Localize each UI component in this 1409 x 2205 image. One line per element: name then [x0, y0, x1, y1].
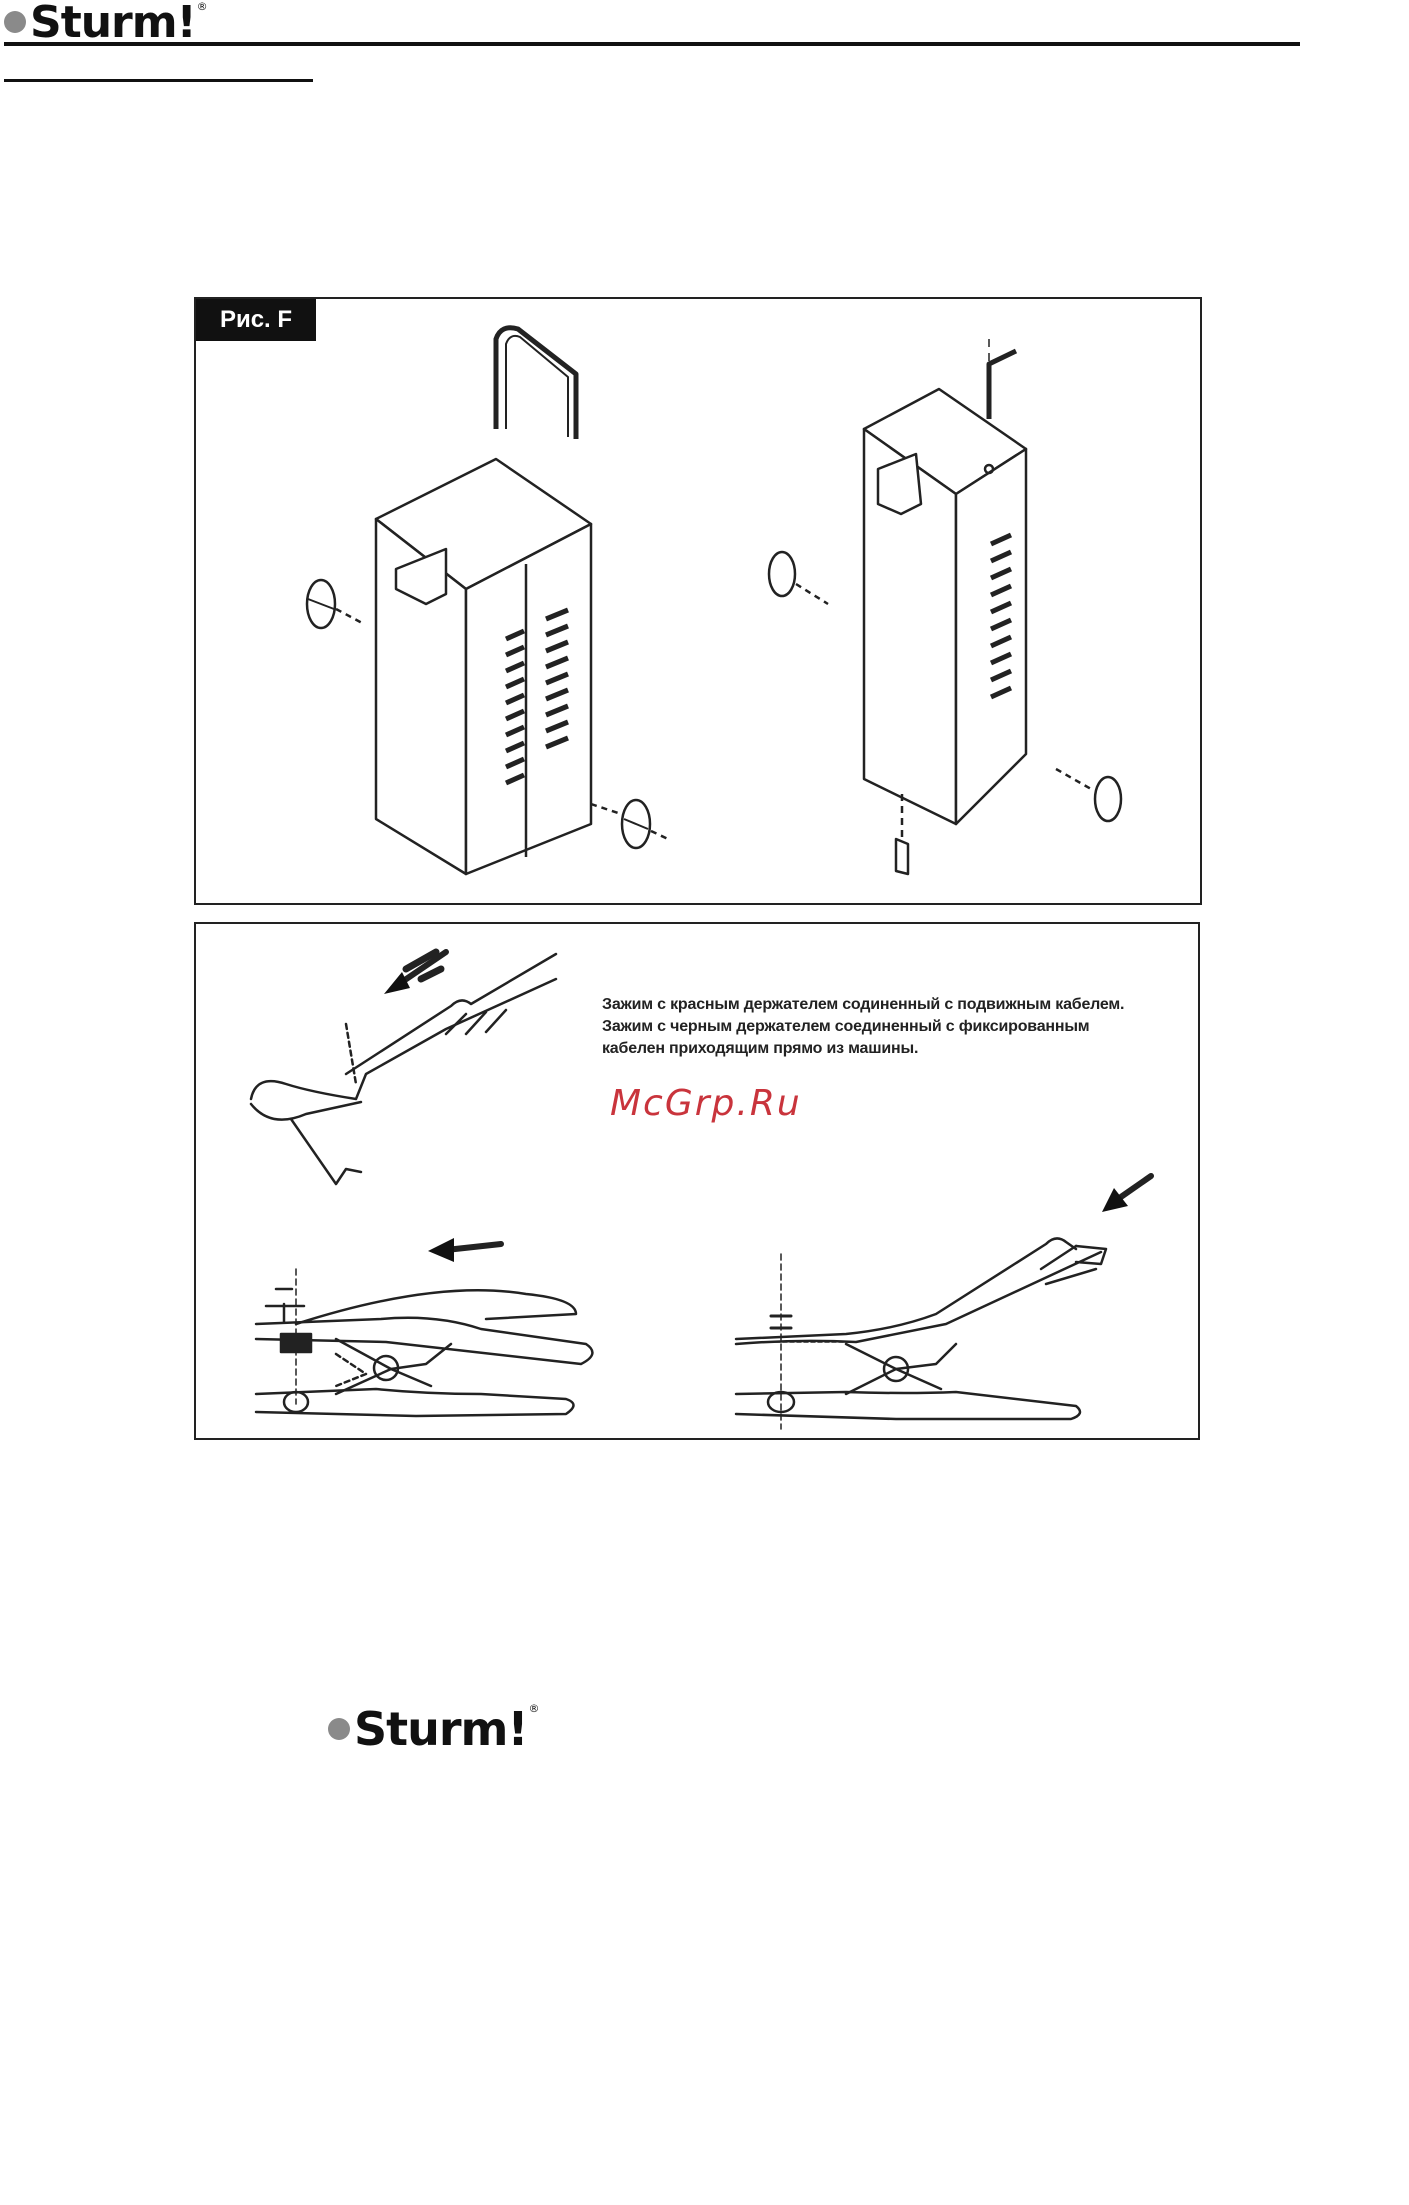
caption-line-1: Зажим с красным держателем содиненный с …: [602, 994, 1182, 1016]
logo-dot-icon: [328, 1718, 350, 1740]
clamp-with-sleeve: [251, 924, 556, 1184]
right-welder-machine: [769, 339, 1121, 874]
brand-name: Sturm!: [30, 0, 196, 48]
caption-line-2: Зажим с черным держателем соединенный с …: [602, 1016, 1182, 1038]
clamp-caption: Зажим с красным держателем содиненный с …: [602, 994, 1182, 1060]
footer-registered-mark: ®: [528, 1702, 538, 1715]
logo-dot-icon: [4, 11, 26, 33]
welder-assembly-illustration: [196, 299, 1200, 903]
figure-f-panel: Рис. F: [194, 297, 1202, 905]
caption-line-3: кабелен приходящим прямо из машины.: [602, 1038, 1182, 1060]
header-rule: [4, 42, 1300, 46]
footer-brand-logo: Sturm! ®: [328, 1702, 538, 1756]
open-clamp-left: [256, 1269, 592, 1416]
registered-mark: ®: [197, 0, 207, 13]
header-short-rule: [4, 79, 313, 82]
left-welder-machine: [307, 328, 668, 874]
open-clamp-right: [736, 1238, 1106, 1429]
brand-logo: Sturm! ®: [4, 0, 207, 44]
clamp-connection-panel: Зажим с красным держателем содиненный с …: [194, 922, 1200, 1440]
watermark-text: McGrp.Ru: [610, 1083, 802, 1124]
footer-brand-name: Sturm!: [354, 1702, 527, 1756]
